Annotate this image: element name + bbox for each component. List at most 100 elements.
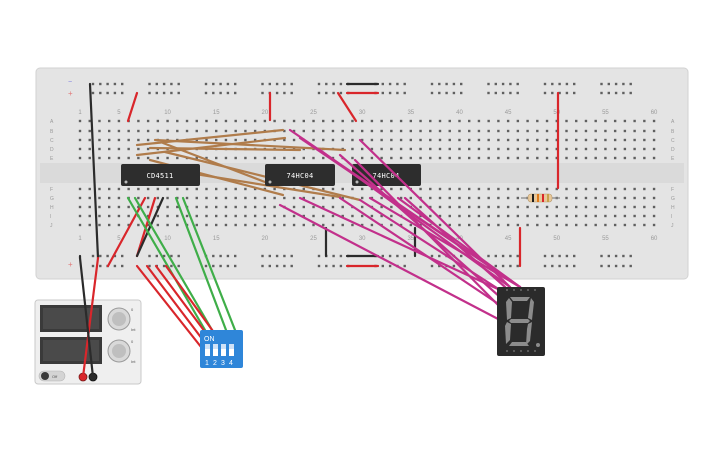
breadboard-hole[interactable]	[604, 147, 607, 151]
breadboard-hole[interactable]	[351, 147, 354, 151]
breadboard-hole[interactable]	[613, 138, 617, 142]
breadboard-hole[interactable]	[283, 119, 286, 123]
breadboard-hole[interactable]	[390, 138, 393, 142]
breadboard-hole[interactable]	[275, 82, 279, 86]
breadboard-hole[interactable]	[458, 129, 461, 133]
breadboard-hole[interactable]	[575, 147, 578, 151]
breadboard-hole[interactable]	[584, 129, 588, 133]
breadboard-hole[interactable]	[106, 82, 109, 86]
breadboard-hole[interactable]	[429, 214, 432, 218]
breadboard-hole[interactable]	[501, 91, 505, 95]
breadboard-hole[interactable]	[351, 223, 354, 227]
breadboard-hole[interactable]	[399, 156, 403, 160]
breadboard-hole[interactable]	[468, 156, 471, 160]
breadboard-hole[interactable]	[381, 91, 384, 95]
breadboard-hole[interactable]	[107, 187, 111, 191]
breadboard-hole[interactable]	[107, 119, 111, 123]
breadboard-hole[interactable]	[302, 214, 305, 218]
breadboard-hole[interactable]	[155, 91, 158, 95]
breadboard-hole[interactable]	[516, 147, 520, 151]
breadboard-hole[interactable]	[322, 129, 325, 133]
breadboard-hole[interactable]	[107, 214, 111, 218]
breadboard-hole[interactable]	[494, 264, 497, 268]
breadboard-hole[interactable]	[429, 138, 432, 142]
breadboard-hole[interactable]	[156, 223, 160, 227]
breadboard-hole[interactable]	[332, 254, 335, 258]
breadboard-hole[interactable]	[487, 214, 490, 218]
breadboard-hole[interactable]	[448, 129, 451, 133]
breadboard-hole[interactable]	[558, 264, 561, 268]
breadboard-hole[interactable]	[633, 196, 636, 200]
breadboard-hole[interactable]	[526, 214, 529, 218]
breadboard-hole[interactable]	[438, 119, 442, 123]
breadboard-hole[interactable]	[614, 82, 618, 86]
breadboard-hole[interactable]	[506, 205, 510, 209]
breadboard-hole[interactable]	[468, 214, 471, 218]
breadboard-hole[interactable]	[292, 138, 296, 142]
breadboard-hole[interactable]	[78, 196, 82, 200]
breadboard-hole[interactable]	[565, 156, 568, 160]
breadboard-hole[interactable]	[185, 214, 189, 218]
breadboard-hole[interactable]	[370, 187, 374, 191]
breadboard-hole[interactable]	[506, 147, 510, 151]
breadboard-hole[interactable]	[565, 214, 568, 218]
breadboard-hole[interactable]	[487, 147, 490, 151]
breadboard-hole[interactable]	[273, 156, 276, 160]
breadboard-hole[interactable]	[322, 223, 325, 227]
breadboard-hole[interactable]	[613, 214, 617, 218]
breadboard-hole[interactable]	[575, 119, 578, 123]
breadboard-hole[interactable]	[487, 129, 490, 133]
breadboard-hole[interactable]	[468, 223, 471, 227]
breadboard-hole[interactable]	[516, 156, 520, 160]
red-wire[interactable]	[336, 91, 358, 123]
breadboard-hole[interactable]	[234, 138, 237, 142]
breadboard-hole[interactable]	[176, 129, 179, 133]
breadboard-hole[interactable]	[370, 119, 374, 123]
breadboard-hole[interactable]	[584, 223, 588, 227]
breadboard-hole[interactable]	[263, 223, 267, 227]
breadboard-hole[interactable]	[584, 147, 588, 151]
breadboard-hole[interactable]	[98, 187, 101, 191]
breadboard-hole[interactable]	[341, 187, 344, 191]
breadboard-hole[interactable]	[390, 187, 393, 191]
breadboard-hole[interactable]	[205, 187, 208, 191]
breadboard-hole[interactable]	[460, 91, 463, 95]
breadboard-hole[interactable]	[545, 156, 549, 160]
breadboard-hole[interactable]	[487, 156, 490, 160]
breadboard-hole[interactable]	[458, 196, 461, 200]
breadboard-hole[interactable]	[380, 196, 383, 200]
breadboard-hole[interactable]	[438, 254, 441, 258]
breadboard-hole[interactable]	[117, 147, 121, 151]
breadboard-hole[interactable]	[448, 119, 451, 123]
breadboard-hole[interactable]	[629, 264, 632, 268]
breadboard-hole[interactable]	[438, 147, 442, 151]
breadboard-hole[interactable]	[106, 91, 109, 95]
breadboard-hole[interactable]	[551, 254, 554, 258]
breadboard-hole[interactable]	[176, 205, 179, 209]
breadboard-hole[interactable]	[614, 264, 618, 268]
breadboard-hole[interactable]	[623, 119, 627, 123]
breadboard-hole[interactable]	[325, 82, 328, 86]
breadboard-hole[interactable]	[98, 196, 101, 200]
breadboard-hole[interactable]	[176, 223, 179, 227]
breadboard-hole[interactable]	[652, 129, 656, 133]
breadboard-hole[interactable]	[98, 223, 101, 227]
breadboard-hole[interactable]	[283, 82, 286, 86]
breadboard-hole[interactable]	[477, 223, 481, 227]
breadboard-hole[interactable]	[234, 196, 237, 200]
breadboard-hole[interactable]	[430, 82, 434, 86]
breadboard-hole[interactable]	[146, 196, 150, 200]
breadboard-hole[interactable]	[127, 214, 130, 218]
breadboard-hole[interactable]	[146, 214, 150, 218]
breadboard-hole[interactable]	[448, 147, 451, 151]
breadboard-hole[interactable]	[204, 264, 208, 268]
dip-switch[interactable]: ON 1 2 3 4	[200, 330, 243, 368]
green-wire[interactable]	[133, 196, 214, 332]
breadboard-hole[interactable]	[429, 147, 432, 151]
breadboard-hole[interactable]	[195, 223, 198, 227]
breadboard-hole[interactable]	[244, 196, 247, 200]
breadboard-hole[interactable]	[261, 82, 264, 86]
breadboard-hole[interactable]	[292, 223, 296, 227]
breadboard-hole[interactable]	[565, 129, 568, 133]
brown-wire[interactable]	[135, 128, 285, 147]
